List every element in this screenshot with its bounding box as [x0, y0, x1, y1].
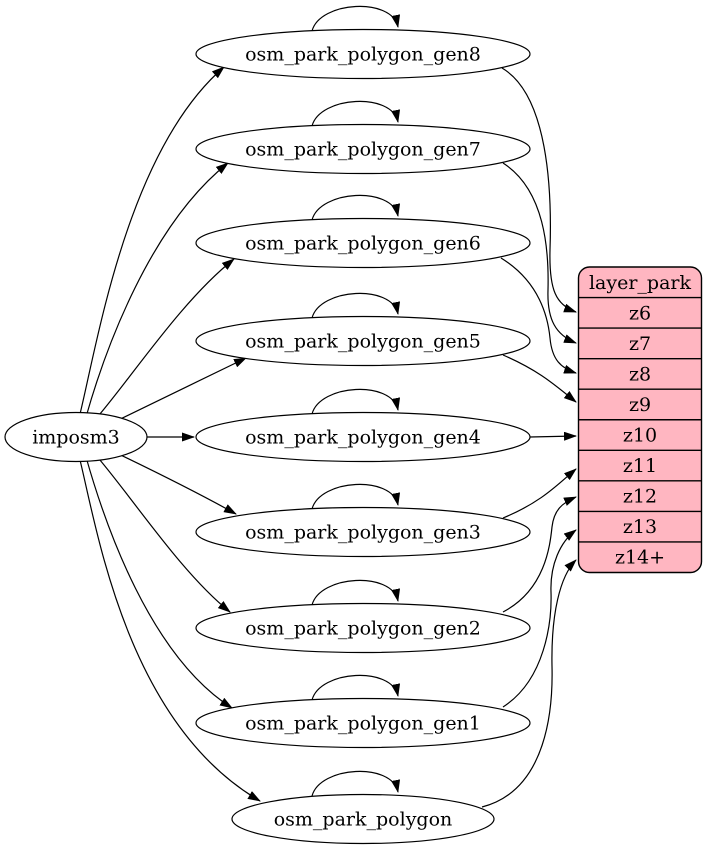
edge-osm_park_polygon_gen7-to-z7 [502, 162, 577, 344]
layer-park-row-z12: z12 [623, 486, 657, 508]
self-loop-osm_park_polygon_gen3 [311, 483, 401, 510]
table-label-osm_park_polygon_gen5: osm_park_polygon_gen5 [245, 331, 481, 353]
edge-osm_park_polygon_gen6-to-z8 [500, 257, 577, 374]
layer-park-row-z10: z10 [623, 425, 657, 447]
self-loop-osm_park_polygon_gen7 [311, 100, 401, 127]
edges-layer [79, 5, 577, 808]
table-ellipse-osm_park_polygon_gen6 [195, 217, 531, 269]
edge-osm_park_polygon_gen5-to-z9 [502, 354, 577, 403]
table-node-osm_park_polygon_gen6: osm_park_polygon_gen6 [195, 217, 531, 269]
edge-osm_park_polygon_gen3-to-z11 [502, 468, 577, 519]
layer-park-row-z11: z11 [623, 455, 657, 477]
edge-imposm3-to-osm_park_polygon_gen3 [105, 447, 237, 515]
self-loop-osm_park_polygon_gen4 [311, 388, 401, 415]
edge-imposm3-to-osm_park_polygon_gen1 [85, 456, 233, 709]
table-label-osm_park_polygon: osm_park_polygon [274, 809, 453, 831]
table-ellipse-osm_park_polygon_gen4 [195, 411, 531, 463]
table-node-osm_park_polygon: osm_park_polygon [231, 793, 495, 845]
imposm3-label: imposm3 [32, 427, 120, 449]
table-label-osm_park_polygon_gen7: osm_park_polygon_gen7 [245, 139, 481, 161]
edge-imposm3-to-osm_park_polygon_gen6 [93, 258, 235, 422]
edge-osm_park_polygon_gen4-to-z10 [529, 431, 577, 441]
layer-park-row-z13: z13 [623, 516, 657, 538]
edge-imposm3-to-osm_park_polygon_gen2 [93, 452, 231, 613]
edge-imposm3-to-osm_park_polygon_gen7 [85, 162, 229, 418]
table-node-osm_park_polygon_gen1: osm_park_polygon_gen1 [195, 697, 531, 749]
table-ellipse-osm_park_polygon_gen1 [195, 697, 531, 749]
layer-park-row-z9: z9 [629, 394, 651, 416]
table-node-osm_park_polygon_gen2: osm_park_polygon_gen2 [195, 602, 531, 654]
table-label-osm_park_polygon_gen1: osm_park_polygon_gen1 [245, 713, 481, 735]
self-loop-osm_park_polygon_gen6 [311, 194, 401, 221]
table-ellipse-osm_park_polygon_gen8 [195, 28, 531, 80]
table-label-osm_park_polygon_gen4: osm_park_polygon_gen4 [245, 427, 481, 449]
edge-osm_park_polygon-to-z14+ [481, 559, 577, 808]
table-node-osm_park_polygon_gen4: osm_park_polygon_gen4 [195, 411, 531, 463]
self-loop-osm_park_polygon [311, 770, 401, 797]
layer-park-title: layer_park [589, 272, 692, 294]
table-node-osm_park_polygon_gen5: osm_park_polygon_gen5 [195, 315, 531, 367]
self-loop-osm_park_polygon_gen2 [311, 579, 401, 606]
self-loop-osm_park_polygon_gen1 [311, 674, 401, 701]
edge-imposm3-to-osm_park_polygon_gen5 [105, 357, 247, 427]
table-label-osm_park_polygon_gen8: osm_park_polygon_gen8 [245, 44, 481, 66]
imposm3-ellipse [4, 411, 148, 463]
table-label-osm_park_polygon_gen6: osm_park_polygon_gen6 [245, 233, 481, 255]
edge-imposm3-to-osm_park_polygon [79, 459, 261, 802]
node-imposm3: imposm3 [4, 411, 148, 463]
table-node-osm_park_polygon_gen3: osm_park_polygon_gen3 [195, 506, 531, 558]
layer-park-row-z8: z8 [629, 363, 651, 385]
table-ellipse-osm_park_polygon_gen3 [195, 506, 531, 558]
self-loop-osm_park_polygon_gen5 [311, 292, 401, 319]
self-loop-osm_park_polygon_gen8 [311, 5, 401, 32]
table-ellipse-osm_park_polygon [231, 793, 495, 845]
table-ellipse-osm_park_polygon_gen7 [195, 123, 531, 175]
layer-park-row-z14+: z14+ [615, 547, 665, 569]
layer-park-row-z6: z6 [629, 302, 651, 324]
edge-osm_park_polygon_gen8-to-z6 [501, 67, 577, 313]
edge-osm_park_polygon_gen2-to-z12 [502, 496, 577, 613]
edge-osm_park_polygon_gen1-to-z13 [502, 529, 577, 708]
table-ellipse-osm_park_polygon_gen5 [195, 315, 531, 367]
table-node-osm_park_polygon_gen8: osm_park_polygon_gen8 [195, 28, 531, 80]
layer-park-row-z7: z7 [629, 333, 651, 355]
table-label-osm_park_polygon_gen3: osm_park_polygon_gen3 [245, 522, 481, 544]
edge-imposm3-to-osm_park_polygon_gen8 [79, 66, 225, 415]
node-layer-park: layer_park z6 z7 z8 z9 z10 z11 z12 z13 z14+ [577, 266, 703, 574]
table-node-osm_park_polygon_gen7: osm_park_polygon_gen7 [195, 123, 531, 175]
table-label-osm_park_polygon_gen2: osm_park_polygon_gen2 [245, 618, 481, 640]
table-ellipse-osm_park_polygon_gen2 [195, 602, 531, 654]
